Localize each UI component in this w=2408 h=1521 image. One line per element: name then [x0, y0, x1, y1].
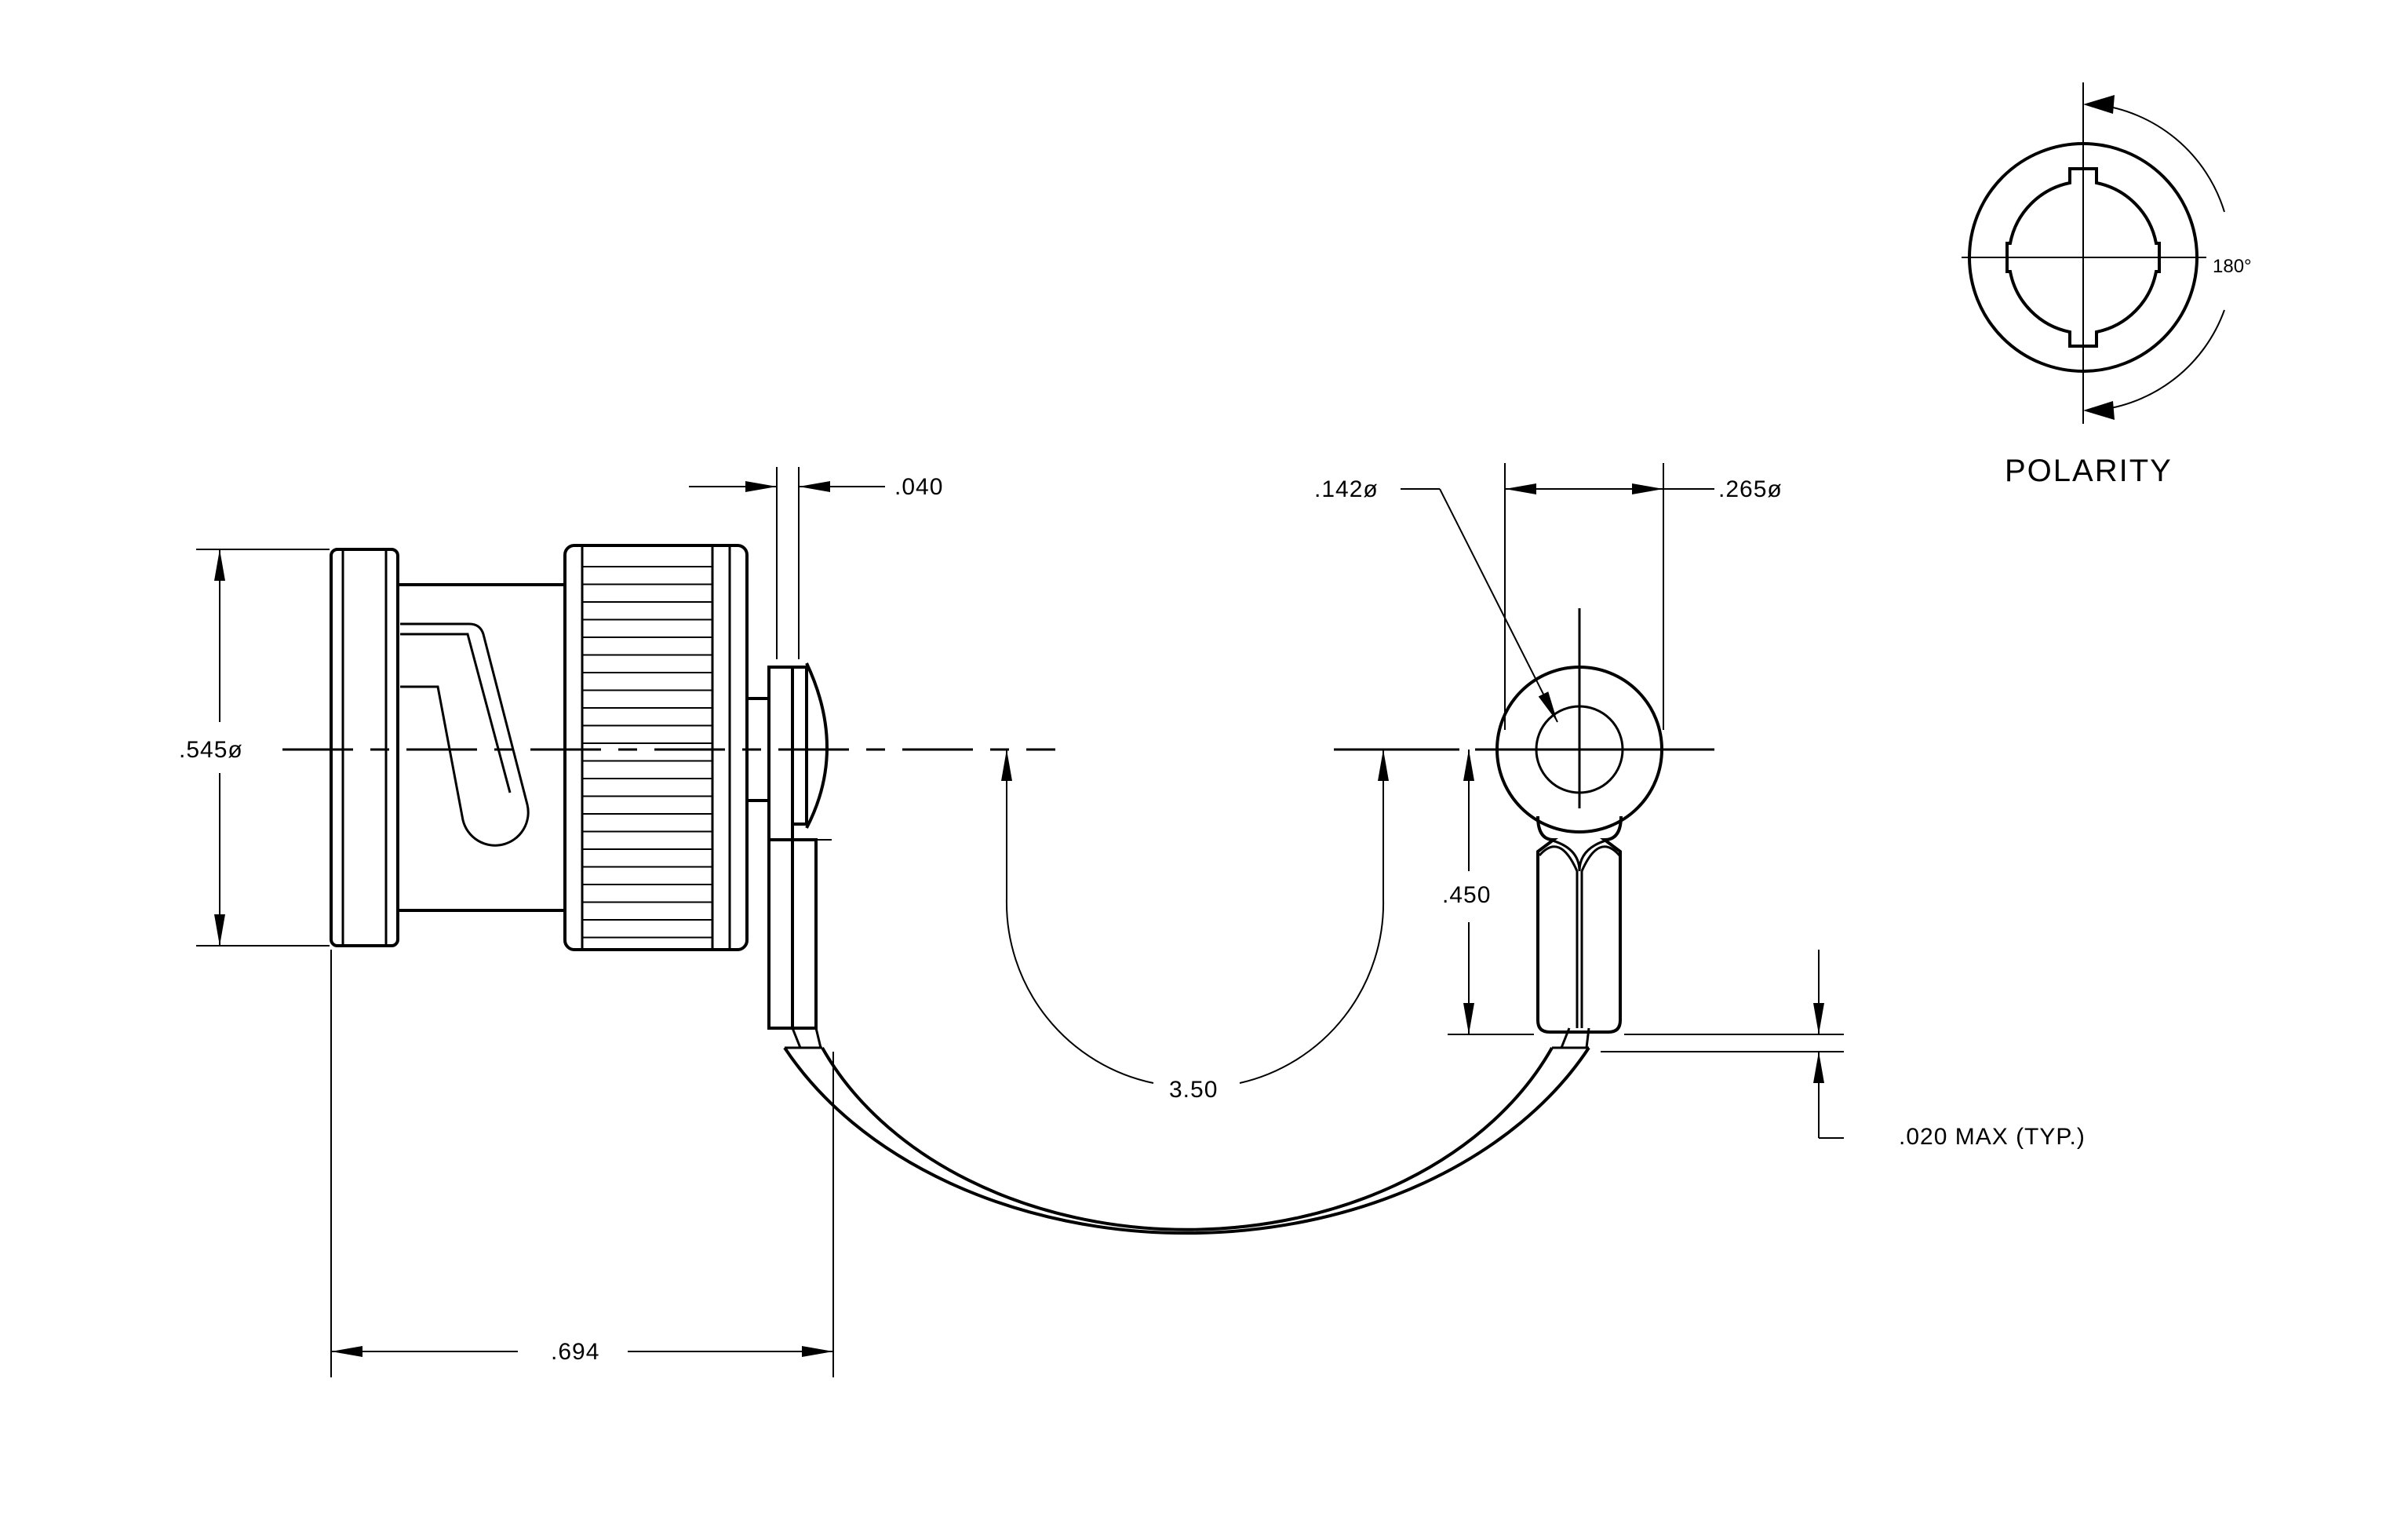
polarity-view: [1962, 82, 2225, 424]
dim-lug-height-label: .450: [1442, 882, 1491, 908]
dim-wall-thickness: [689, 467, 885, 659]
dim-cable-length: [1001, 750, 1389, 1084]
polarity-title: POLARITY: [2005, 454, 2173, 488]
dim-wall-thickness-label: .040: [894, 474, 943, 500]
cable-loop: [783, 1027, 1590, 1235]
dim-body-diameter: [196, 549, 330, 947]
dim-gap-tolerance-label: .020 MAX (TYP.): [1899, 1124, 2086, 1150]
dim-hole-diameter: [1401, 488, 1558, 723]
ring-lug: [1495, 608, 1663, 1034]
dim-gap-tolerance: [1601, 950, 1844, 1139]
dim-lug-height: [1448, 750, 1534, 1035]
polarity-rotation-label: 180°: [2213, 256, 2252, 277]
dim-lug-width: [1504, 463, 1714, 730]
dim-lug-width-label: .265ø: [1718, 476, 1783, 502]
dim-body-diameter-label: .545ø: [179, 737, 243, 763]
dim-overall-length: [330, 950, 834, 1377]
bnc-connector: [330, 544, 832, 1030]
dim-hole-diameter-label: .142ø: [1314, 476, 1379, 502]
dim-overall-length-label: .694: [551, 1339, 599, 1365]
knurl-lines: [582, 566, 712, 939]
dim-cable-length-label: 3.50: [1169, 1077, 1218, 1103]
